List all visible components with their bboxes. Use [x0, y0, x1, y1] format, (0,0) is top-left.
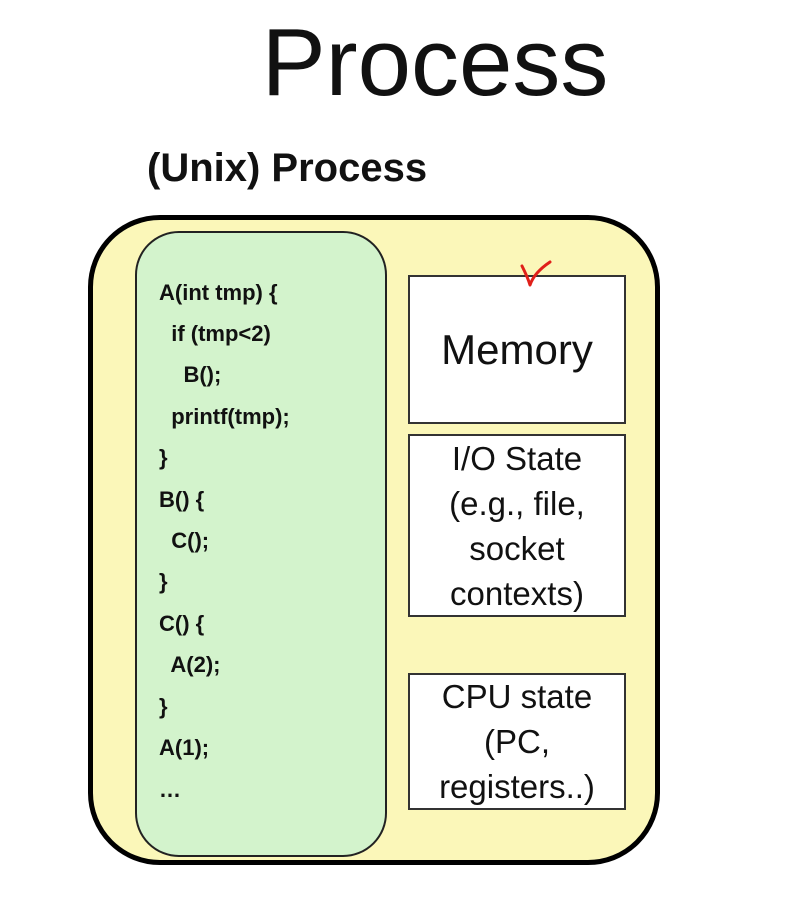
code-line: C(); [159, 528, 210, 553]
check-mark-icon [520, 260, 552, 287]
cpu-state-box: CPU state (PC, registers..) [408, 673, 626, 810]
memory-label: Memory [441, 325, 593, 373]
io-state-box: I/O State (e.g., file, socket contexts) [408, 434, 626, 617]
code-line: C() { [159, 611, 205, 636]
code-line: if (tmp<2) [159, 321, 271, 346]
code-line: A(1); [159, 735, 210, 760]
code-line: A(2); [159, 652, 221, 677]
cpu-state-label: CPU state (PC, registers..) [439, 678, 595, 805]
code-line: A(int tmp) { [159, 280, 278, 305]
code-line: … [159, 777, 181, 802]
slide-title: Process [261, 9, 609, 116]
code-line: } [159, 569, 168, 594]
code-line: } [159, 694, 168, 719]
code-line: B(); [159, 362, 222, 387]
io-state-label: I/O State (e.g., file, socket contexts) [449, 439, 585, 612]
code-line: B() { [159, 487, 205, 512]
diagram-subtitle: (Unix) Process [147, 146, 428, 190]
code-panel [135, 231, 387, 857]
code-line: } [159, 445, 168, 470]
code-line: printf(tmp); [159, 404, 290, 429]
memory-box: Memory [408, 275, 626, 424]
